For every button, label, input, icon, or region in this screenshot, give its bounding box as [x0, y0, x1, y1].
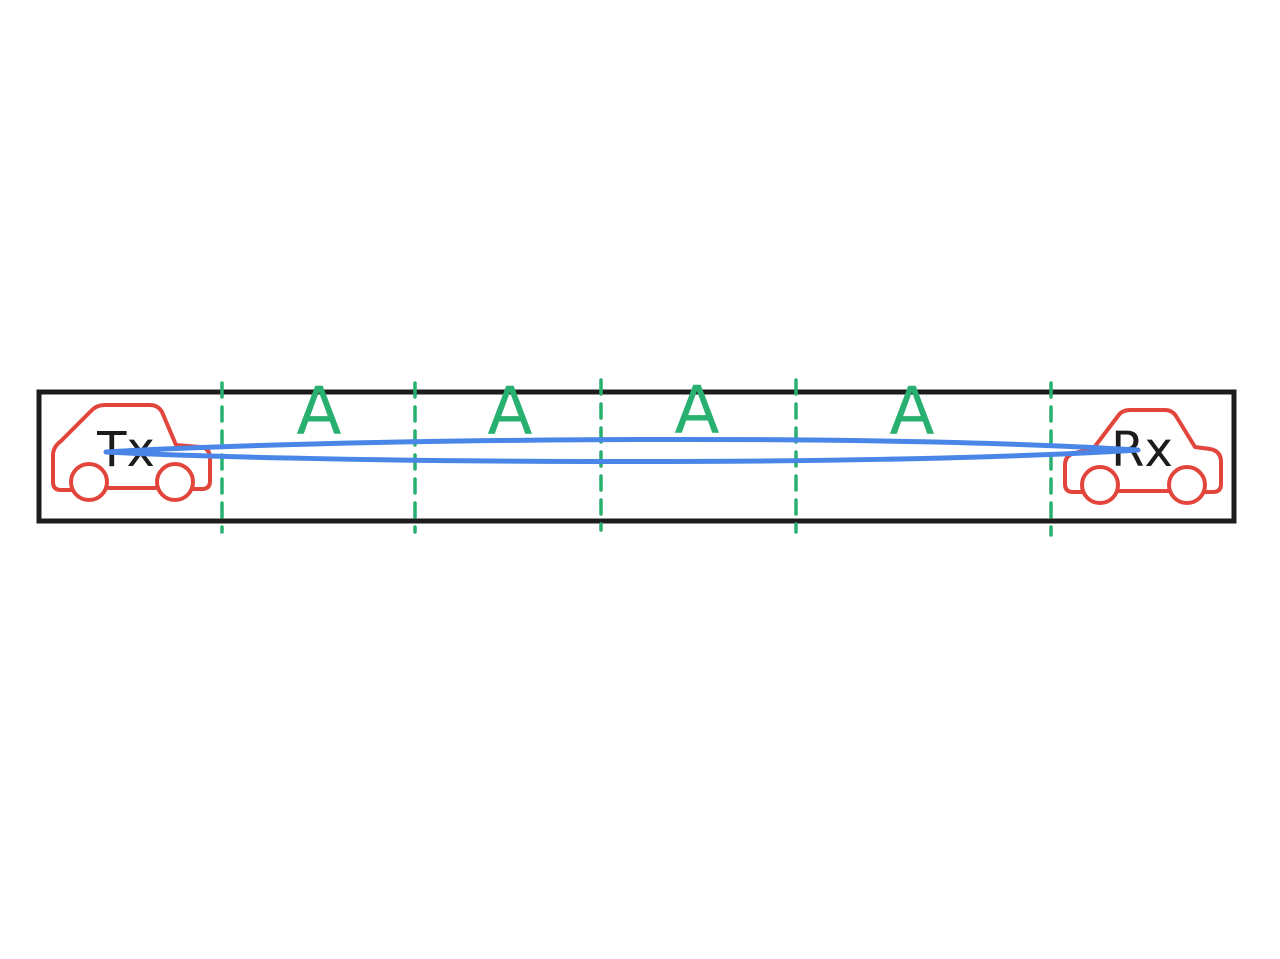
zone-label: A	[487, 373, 532, 450]
tunnel-border	[36, 389, 1237, 524]
signal-beam	[103, 436, 1141, 465]
rx-car-icon	[1063, 408, 1223, 505]
zone-label: A	[674, 372, 719, 449]
zone-label: A	[296, 373, 341, 450]
tx-car-icon	[51, 403, 212, 502]
zone-label: A	[889, 373, 934, 450]
zone-dividers	[220, 378, 1053, 537]
